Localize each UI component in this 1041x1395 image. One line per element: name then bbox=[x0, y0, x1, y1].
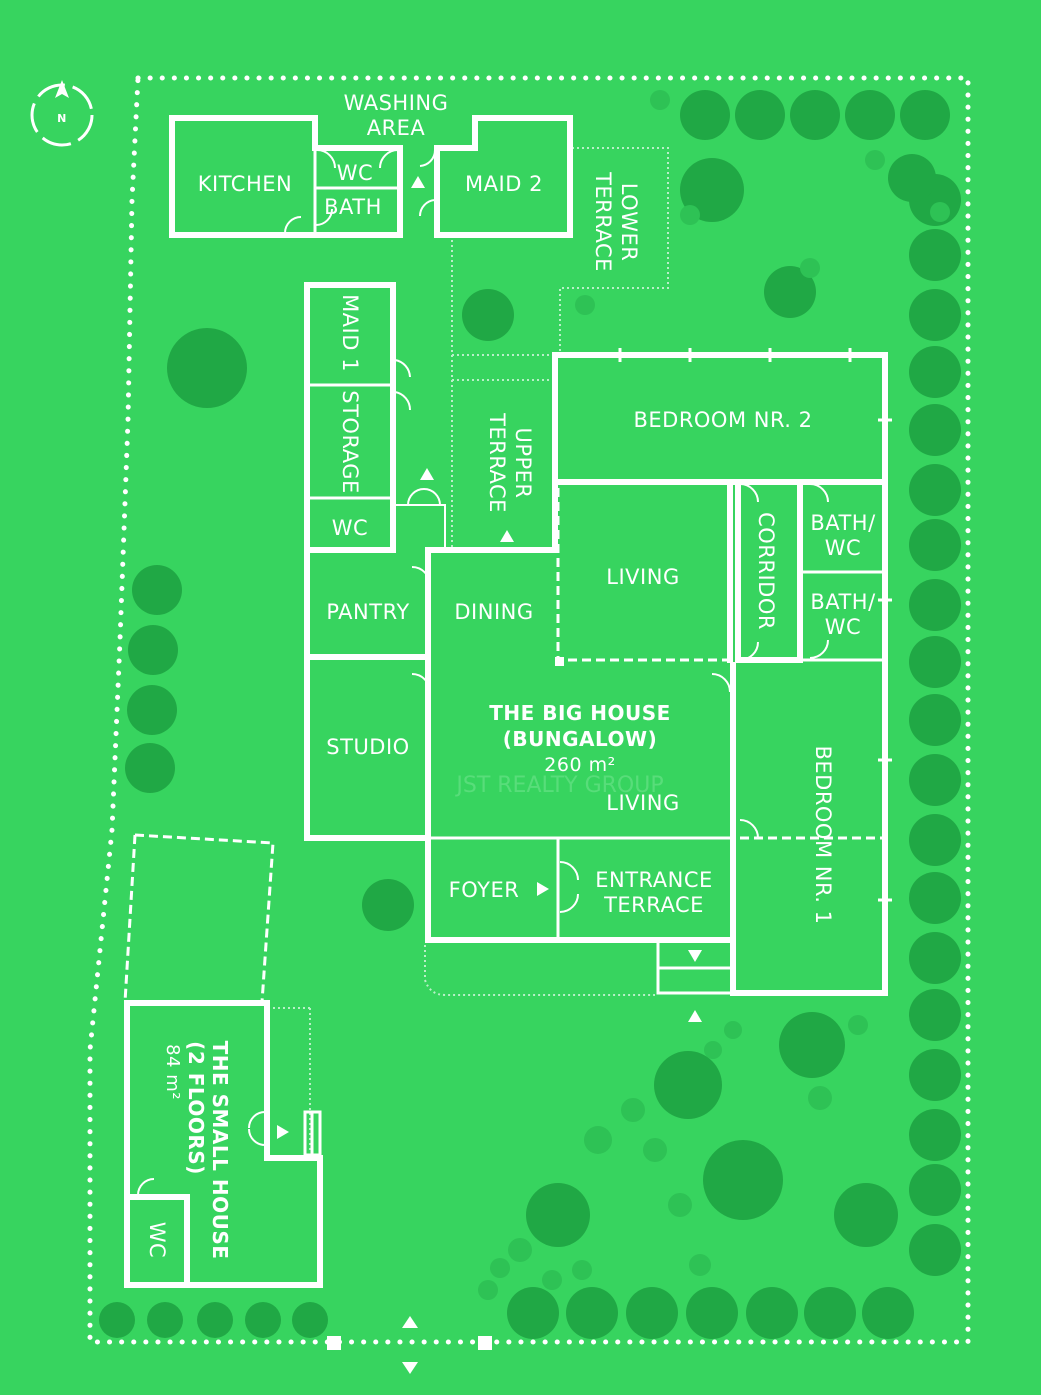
label-kitchen: KITCHEN bbox=[198, 172, 293, 196]
label-lower-terrace-2: TERRACE bbox=[591, 171, 615, 272]
service-wing bbox=[304, 282, 446, 553]
small-house-walls bbox=[123, 833, 323, 1288]
label-pantry: PANTRY bbox=[326, 600, 409, 624]
label-upper-terrace-2: TERRACE bbox=[485, 412, 509, 513]
label-bath-wc-1a: BATH/ bbox=[810, 511, 876, 535]
compass-label: N bbox=[57, 112, 67, 125]
gate-post-left bbox=[327, 1336, 341, 1350]
label-lower-terrace-1: LOWER bbox=[617, 183, 641, 262]
label-bath-wc-1b: WC bbox=[825, 536, 861, 560]
compass-icon: N bbox=[30, 80, 94, 147]
terrace-outlines bbox=[268, 147, 669, 1150]
small-house-name-1: THE SMALL HOUSE bbox=[208, 1041, 232, 1260]
label-wc-top: WC bbox=[337, 161, 373, 185]
small-house-name-2: (2 FLOORS) bbox=[184, 1041, 208, 1175]
label-storage: STORAGE bbox=[338, 390, 362, 493]
label-maid-2: MAID 2 bbox=[465, 172, 543, 196]
property-fence bbox=[87, 75, 971, 1345]
label-living-bottom: LIVING bbox=[606, 791, 679, 815]
label-corridor: CORRIDOR bbox=[754, 512, 778, 630]
small-house-area: 84 m² bbox=[162, 1044, 183, 1100]
label-foyer: FOYER bbox=[449, 878, 520, 902]
big-house-name-1: THE BIG HOUSE bbox=[489, 701, 671, 725]
label-bath-top: BATH bbox=[324, 195, 382, 219]
label-bedroom-1: BEDROOM NR. 1 bbox=[811, 745, 835, 924]
label-living-top: LIVING bbox=[606, 565, 679, 589]
label-studio: STUDIO bbox=[326, 735, 409, 759]
label-small-wc: WC bbox=[145, 1222, 169, 1258]
label-maid-1: MAID 1 bbox=[338, 294, 362, 372]
big-house-area: 260 m² bbox=[544, 754, 615, 776]
watermark: JST REALTY GROUP bbox=[454, 773, 663, 798]
label-bedroom-2: BEDROOM NR. 2 bbox=[633, 408, 812, 432]
top-outbuildings bbox=[169, 115, 573, 238]
label-bath-wc-2a: BATH/ bbox=[810, 590, 876, 614]
label-bath-wc-2b: WC bbox=[825, 615, 861, 639]
big-house-name-2: (BUNGALOW) bbox=[503, 727, 658, 751]
gate-arrow-up bbox=[402, 1316, 418, 1328]
label-entrance-terrace-2: TERRACE bbox=[603, 893, 704, 917]
trees bbox=[99, 90, 961, 1339]
big-house-walls bbox=[304, 348, 892, 1022]
label-upper-terrace-1: UPPER bbox=[511, 427, 535, 498]
gate-arrow-down bbox=[402, 1362, 418, 1374]
label-washing-area-1: WASHING bbox=[344, 91, 449, 115]
label-dining: DINING bbox=[454, 600, 533, 624]
gate-post-right bbox=[478, 1336, 492, 1350]
label-wc-mid: WC bbox=[332, 516, 368, 540]
label-entrance-terrace-1: ENTRANCE bbox=[595, 868, 713, 892]
label-washing-area-2: AREA bbox=[367, 116, 426, 140]
